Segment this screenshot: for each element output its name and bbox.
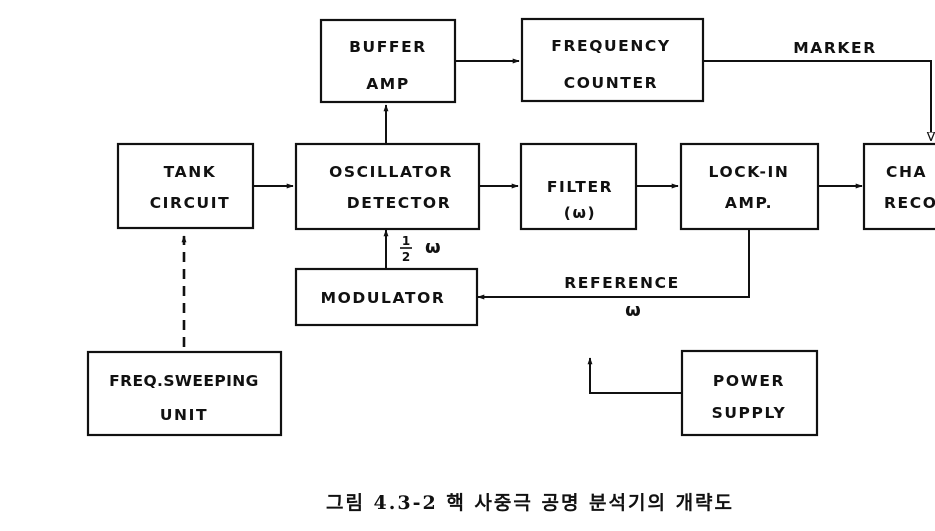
block-label: UNIT [160,406,208,424]
block-label: AMP [366,75,410,93]
arrow-counter-to-recorder-marker [703,60,931,140]
connections [181,58,931,394]
figure-caption: 그림 4.3-2 핵 사중극 공명 분석기의 개략도 [326,492,734,514]
block-label: AMP. [725,194,773,212]
block-freq-sweeping-unit: FREQ.SWEEPING UNIT [86,350,283,437]
reference-omega-label: ω [625,300,641,321]
block-modulator: MODULATOR [294,267,479,327]
block-power-supply: POWER SUPPLY [680,349,819,437]
block-label: POWER [713,372,785,390]
fraction-numerator: 1 [402,234,410,248]
block-label: FILTER [547,178,613,196]
block-filter: FILTER (ω) [519,142,638,231]
block-lock-in-amp: LOCK-IN AMP. [679,142,820,231]
block-tank-circuit: TANK CIRCUIT [116,142,255,230]
block-label: MODULATOR [321,289,446,307]
fraction-denominator: 2 [402,250,410,264]
block-label: OSCILLATOR [329,163,453,181]
block-label: CHA [886,163,927,181]
reference-label: REFERENCE [564,274,680,292]
half-omega-label: 1 2 ω [400,234,441,264]
block-label: FREQ.SWEEPING [109,372,259,390]
block-label: DETECTOR [347,194,451,212]
marker-label: MARKER [793,39,877,57]
block-frequency-counter: FREQUENCY COUNTER [520,17,705,103]
block-buffer-amp: BUFFER AMP [319,18,457,104]
block-label: RECO [884,194,935,212]
block-label: FREQUENCY [551,37,670,55]
block-oscillator-detector: OSCILLATOR DETECTOR [294,142,481,231]
block-label: (ω) [564,204,596,222]
block-label: LOCK-IN [709,163,790,181]
arrow-power-supply [587,357,681,394]
block-label: BUFFER [349,38,427,56]
block-chart-recorder: CHA RECO [862,142,935,231]
block-label: TANK [164,163,217,181]
block-label: SUPPLY [712,404,787,422]
arrow-lockin-to-modulator-reference [477,229,750,300]
block-label: CIRCUIT [150,194,231,212]
block-label: COUNTER [564,74,658,92]
modulation-omega: ω [425,237,441,258]
